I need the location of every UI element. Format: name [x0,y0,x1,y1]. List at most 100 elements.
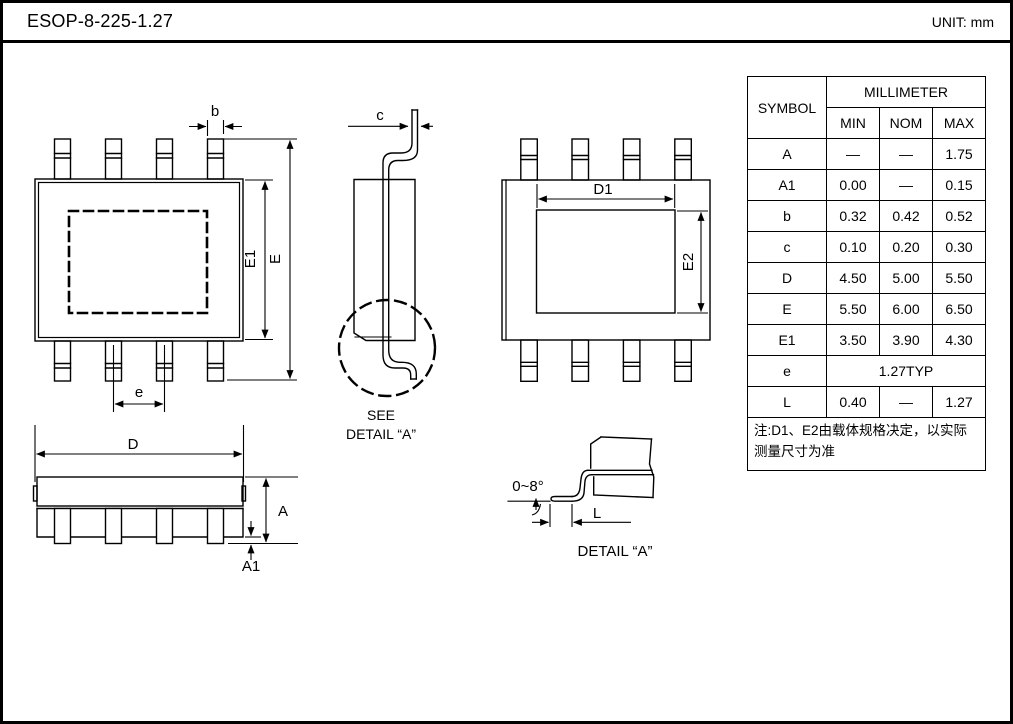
nom-cell: 6.00 [879,293,933,325]
min-cell: 0.40 [826,386,880,418]
table-row: e 1.27TYP [747,355,987,387]
pin [155,507,174,545]
max-cell: 6.50 [931,293,987,325]
exposed-pad-dashed [67,209,209,315]
side-lead-tab [241,485,247,502]
table-row: c 0.10 0.20 0.30 [747,231,987,263]
package-drawing: b e E1 E D [32,103,711,575]
min-cell: 4.50 [826,262,880,294]
table-row: E 5.50 6.00 6.50 [747,293,987,325]
symbol-cell: e [747,355,827,387]
side-lead-tab [32,485,38,502]
min-cell: 5.50 [826,293,880,325]
detail-a-view [507,436,655,502]
col-header-nom: NOM [879,107,933,139]
table-row: L 0.40 — 1.27 [747,386,987,418]
exposed-pad [535,209,676,314]
symbol-cell: L [747,386,827,418]
dim-label-angle: 0~8° [512,478,543,495]
pin [53,340,72,382]
min-cell: 3.50 [826,324,880,356]
dim-label-b: b [211,103,219,120]
package-body [501,179,711,341]
symbol-cell: A [747,138,827,170]
nom-cell: 0.20 [879,231,933,263]
table-row: b 0.32 0.42 0.52 [747,200,987,232]
pin [104,138,123,180]
title-bar: ESOP-8-225-1.27 UNIT: mm [3,3,1010,43]
pin [571,339,590,382]
drawing-title: ESOP-8-225-1.27 [27,11,174,31]
dim-label-A1: A1 [242,558,260,575]
col-header-min: MIN [826,107,880,139]
pin [206,507,225,545]
dim-label-L: L [593,505,601,522]
max-cell: 0.52 [931,200,987,232]
detail-a-callout-circle [337,298,437,398]
symbol-cell: E1 [747,324,827,356]
table-row: E1 3.50 3.90 4.30 [747,324,987,356]
symbol-cell: c [747,231,827,263]
package-body-inner [37,181,241,339]
top-view [34,138,244,382]
pin [622,339,641,382]
min-cell: — [826,138,880,170]
dim-label-c: c [376,107,384,124]
min-cell: 0.00 [826,169,880,201]
see-detail-text-line2: DETAIL “A” [346,426,416,442]
pin [206,138,225,180]
dim-label-D: D [128,436,139,453]
max-cell: 1.75 [931,138,987,170]
detail-a-caption: DETAIL “A” [577,543,652,560]
symbol-cell: D [747,262,827,294]
max-cell: 5.50 [931,262,987,294]
table-note: 注:D1、E2由载体规格决定，以实际测量尺寸为准 [746,417,987,471]
see-detail-text-line1: SEE [367,407,395,423]
pin [104,507,123,545]
pin [155,138,174,180]
col-header-max: MAX [931,107,987,139]
side-view [337,109,437,398]
body-profile [353,178,416,342]
table-row: A — — 1.75 [747,138,987,170]
col-header-symbol: SYMBOL [747,76,827,139]
package-body [34,178,244,342]
symbol-cell: E [747,293,827,325]
dim-label-e: e [135,384,143,401]
table-row: D 4.50 5.00 5.50 [747,262,987,294]
detail-a-dimensions [531,498,631,527]
max-cell: 0.30 [931,231,987,263]
dim-label-E: E [267,254,284,264]
lead-profile [388,109,419,380]
unit-label: UNIT: mm [931,13,994,30]
nom-cell: — [879,138,933,170]
dim-label-E1: E1 [242,250,259,268]
pin [53,507,72,545]
span-cell: 1.27TYP [825,355,987,387]
max-cell: 0.15 [931,169,987,201]
pin [674,339,692,382]
nom-cell: 5.00 [879,262,933,294]
bottom-view-dimensions [536,184,708,314]
max-cell: 1.27 [931,386,987,418]
nom-cell: 0.42 [879,200,933,232]
max-cell: 4.30 [931,324,987,356]
body-upper [36,476,244,507]
dim-label-D1: D1 [593,181,612,198]
pin [53,138,72,180]
table-note-row: 注:D1、E2由载体规格决定，以实际测量尺寸为准 [746,417,987,471]
symbol-cell: b [747,200,827,232]
pin [206,340,225,382]
min-cell: 0.32 [826,200,880,232]
col-header-millimeter: MILLIMETER [825,76,987,108]
nom-cell: — [879,169,933,201]
table-row: A1 0.00 — 0.15 [747,169,987,201]
top-view-dimensions [112,120,297,412]
dim-label-A: A [278,503,288,520]
front-view [32,476,247,545]
pin [520,339,538,382]
dimension-table: SYMBOL MILLIMETER MIN NOM MAX A — — 1.75… [746,76,987,471]
nom-cell: 3.90 [879,324,933,356]
bottom-view [501,138,711,382]
